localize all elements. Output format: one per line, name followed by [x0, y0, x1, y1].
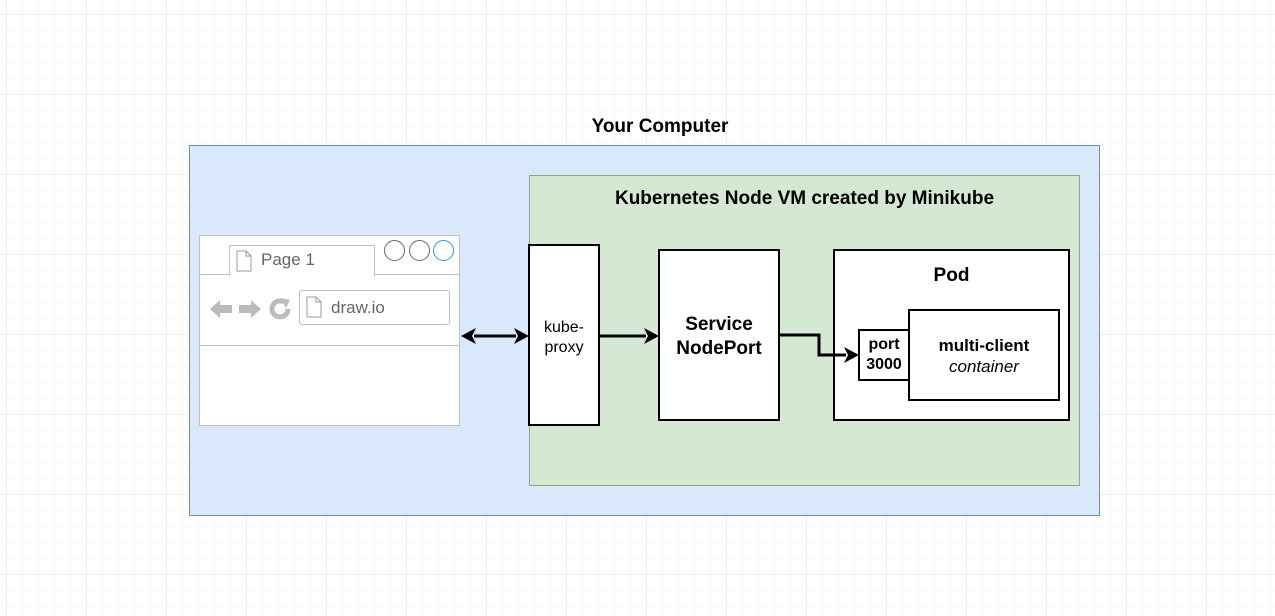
container-label: multi-client container	[908, 335, 1060, 377]
port-label: port 3000	[858, 335, 910, 375]
kubernetes-node-title: Kubernetes Node VM created by Minikube	[614, 188, 995, 209]
your-computer-title: Your Computer	[591, 116, 729, 137]
port-box[interactable]	[858, 329, 910, 381]
service-nodeport-label: Service NodePort	[658, 313, 780, 361]
port-label-line1: port	[868, 336, 900, 353]
container-kind: container	[949, 357, 1019, 376]
port-label-line2: 3000	[866, 356, 902, 373]
kube-proxy-box[interactable]	[528, 244, 600, 426]
kube-proxy-label: kube- proxy	[528, 318, 600, 358]
browser-tab	[229, 245, 375, 276]
window-button-2[interactable]	[409, 240, 430, 261]
tab-page-icon	[236, 250, 252, 272]
address-bar[interactable]	[299, 290, 450, 325]
forward-arrow-icon	[239, 300, 261, 318]
service-label-line2: NodePort	[676, 338, 762, 359]
pod-title: Pod	[933, 265, 970, 286]
kube-proxy-service-connector[interactable]	[600, 328, 659, 344]
tab-divider-left	[200, 274, 230, 275]
back-arrow-icon	[210, 300, 232, 318]
service-port-connector[interactable]	[780, 333, 859, 363]
browser-toolbar-divider	[200, 345, 459, 346]
multi-client-container-box[interactable]	[908, 309, 1060, 401]
address-page-icon	[306, 296, 322, 318]
container-name: multi-client	[938, 336, 1030, 355]
window-button-3[interactable]	[433, 240, 454, 261]
browser-kube-proxy-connector[interactable]	[461, 328, 529, 344]
kube-proxy-label-line1: kube-	[543, 319, 585, 336]
tab-divider-right	[374, 274, 459, 275]
kube-proxy-label-line2: proxy	[544, 339, 584, 356]
service-label-line1: Service	[685, 314, 753, 335]
refresh-icon	[269, 298, 291, 320]
window-button-1[interactable]	[384, 240, 405, 261]
address-text: draw.io	[331, 298, 385, 317]
service-nodeport-box[interactable]	[658, 249, 780, 421]
tab-label: Page 1	[261, 250, 315, 269]
